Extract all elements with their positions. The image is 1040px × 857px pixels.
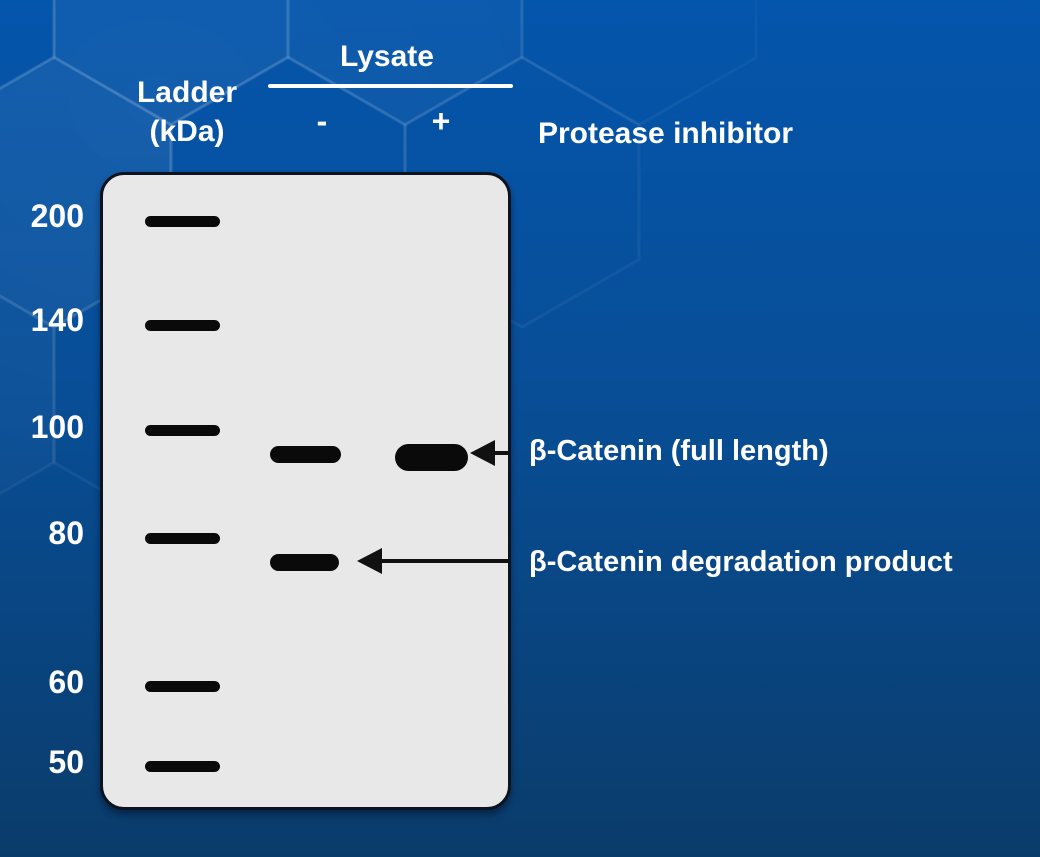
ladder-value-50: 50: [48, 744, 84, 780]
protease-inhibitor-label: Protease inhibitor: [538, 117, 794, 150]
ladder-header-line1: Ladder: [136, 76, 238, 109]
band-minus-lane-degradation-product: [270, 554, 339, 571]
ladder-value-100: 100: [30, 409, 84, 445]
gel-panel: [100, 172, 511, 810]
ladder-band-140kda: [145, 320, 220, 331]
lysate-group-label: Lysate: [340, 40, 434, 73]
lysate-group-underline: [268, 84, 513, 88]
annotation-full-length: β-Catenin (full length): [529, 435, 829, 467]
ladder-band-60kda: [145, 681, 220, 692]
band-plus-lane-full-length: [395, 444, 468, 471]
ladder-value-60: 60: [48, 664, 84, 700]
ladder-header-line2: (kDa): [149, 115, 225, 148]
ladder-header: Ladder (kDa): [112, 73, 262, 151]
ladder-value-200: 200: [30, 198, 84, 234]
lane-label-minus: -: [316, 103, 328, 139]
lane-label-plus: +: [431, 103, 451, 139]
ladder-band-50kda: [145, 761, 220, 772]
ladder-band-100kda: [145, 425, 220, 436]
annotation-degradation: β-Catenin degradation product: [529, 546, 953, 578]
ladder-value-80: 80: [48, 515, 84, 551]
ladder-value-140: 140: [30, 302, 84, 338]
band-minus-lane-full-length: [270, 446, 341, 463]
ladder-band-80kda: [145, 533, 220, 544]
ladder-band-200kda: [145, 216, 220, 227]
